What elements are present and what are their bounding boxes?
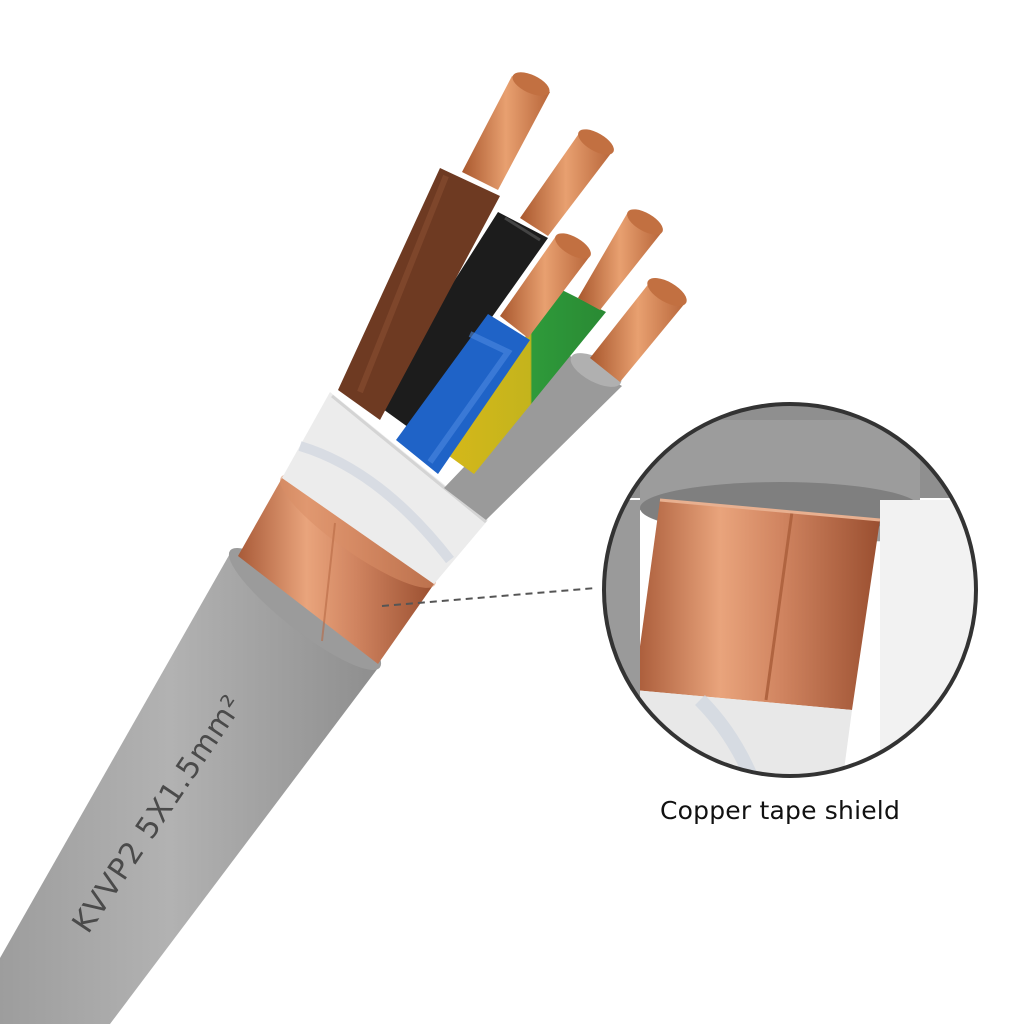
black-core-icon (376, 129, 614, 430)
yellow-green-core-icon (438, 209, 663, 474)
blue-core-icon (396, 233, 591, 474)
brown-core-icon (338, 72, 550, 420)
cable: KVVP2 5X1.5mm² (0, 72, 687, 1024)
callout-caption: Copper tape shield (659, 796, 901, 825)
callout-zoom (602, 402, 978, 778)
copper-tape (238, 478, 434, 664)
sheath-end-face (228, 547, 382, 671)
grey-core-icon (444, 278, 687, 520)
callout-ring (602, 402, 978, 778)
outer-sheath (0, 550, 378, 1024)
